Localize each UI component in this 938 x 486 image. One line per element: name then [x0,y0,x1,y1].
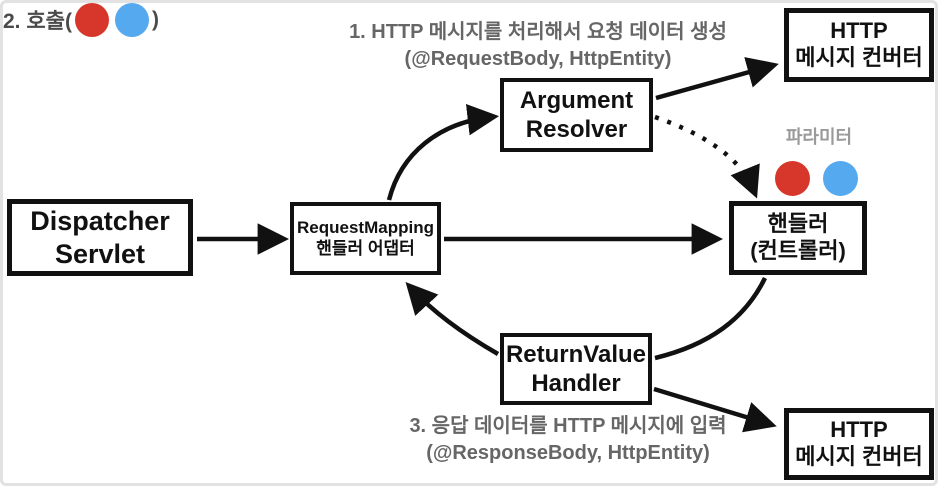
handler-controller-box: 핸들러 (컨트롤러) [729,201,867,275]
step3-annotation: 3. 응답 데이터를 HTTP 메시지에 입력 (@ResponseBody, … [333,413,803,467]
arrow-layer [197,57,779,433]
arrow-return-value-handler-to-http-converter-bottom [653,386,777,433]
http-converter-bottom-label-line2: 메시지 컨버터 [795,444,923,469]
step1-annotation: 1. HTTP 메시지를 처리해서 요청 데이터 생성 (@RequestBod… [303,19,773,73]
return-value-handler-label-line1: ReturnValue [505,340,647,368]
blue-parameter-dot-icon [823,161,858,196]
request-mapping-handler-adapter-box: RequestMapping 핸들러 어댑터 [290,202,441,275]
parameter-dots [775,161,871,196]
argument-resolver-label-line1: Argument [519,86,634,114]
http-converter-top-label-line1: HTTP [830,18,888,44]
http-converter-top-label-line2: 메시지 컨버터 [795,45,923,70]
dispatcher-servlet-box: Dispatcher Servlet [7,199,193,276]
step1-annotation-line2: (@RequestBody, HttpEntity) [404,48,672,70]
step2-call-suffix: ) [151,8,159,31]
handler-label-line1: 핸들러 [767,211,829,237]
http-message-converter-bottom-box: HTTP 메시지 컨버터 [784,408,934,480]
dispatcher-servlet-label-line2: Servlet [54,238,146,269]
arrow-adapter-to-argument-resolver [386,104,500,201]
http-converter-bottom-label-line1: HTTP [830,417,888,443]
step3-annotation-line1: 3. 응답 데이터를 HTTP 메시지에 입력 [409,415,727,437]
red-parameter-dot-icon [775,161,810,196]
handler-label-line2: (컨트롤러) [750,238,846,263]
arrow-return-value-handler-to-adapter [405,282,500,356]
http-message-converter-top-box: HTTP 메시지 컨버터 [784,8,934,82]
step2-call-prefix: 2. 호출( [3,10,72,33]
return-value-handler-label-line2: Handler [531,370,621,397]
argument-resolver-label-line2: Resolver [525,116,628,143]
dispatcher-servlet-label-line1: Dispatcher [30,205,170,236]
line-handler-to-return-value-handler [654,277,768,361]
adapter-label-line2: 핸들러 어댑터 [316,238,415,258]
return-value-handler-box: ReturnValue Handler [500,333,652,405]
step2-call-annotation: 2. 호출( ) [3,3,183,37]
adapter-label-line1: RequestMapping [297,217,434,237]
blue-parameter-dot-icon [114,3,149,37]
red-parameter-dot-icon [74,3,109,37]
step1-annotation-line1: 1. HTTP 메시지를 처리해서 요청 데이터 생성 [349,21,727,43]
arrow-argument-resolver-to-handler-dotted [654,114,760,199]
step3-annotation-line2: (@ResponseBody, HttpEntity) [426,442,710,464]
arrow-argument-resolver-to-http-converter-top [655,57,779,101]
parameter-label: 파라미터 [785,127,853,147]
argument-resolver-box: Argument Resolver [500,78,653,152]
